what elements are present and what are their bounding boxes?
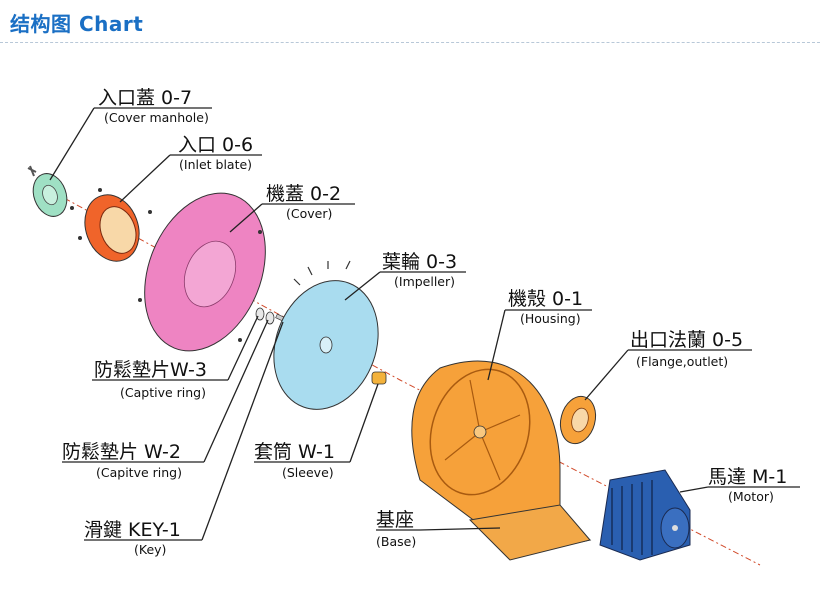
cover-manhole-part <box>27 165 68 217</box>
captive-ring-part <box>255 307 287 325</box>
housing-part <box>411 360 592 556</box>
motor-part <box>599 469 691 561</box>
key-label-cn: 滑鍵 KEY-1 <box>84 519 181 541</box>
flange-outlet-label-cn: 出口法蘭 0-5 <box>630 329 743 351</box>
cover-part <box>138 192 266 352</box>
cover-manhole-label-cn: 入口蓋 0-7 <box>98 87 192 109</box>
flange-outlet-label-en: (Flange,outlet) <box>636 354 728 369</box>
inlet-blate-label-cn: 入口 0-6 <box>178 134 253 156</box>
inlet-blate-part <box>70 188 140 262</box>
cover-label-cn: 機蓋 0-2 <box>266 183 341 205</box>
impeller-label-cn: 葉輪 0-3 <box>382 251 457 273</box>
page-title: 结构图 Chart <box>10 12 144 36</box>
motor-label-cn: 馬達 M-1 <box>708 466 787 488</box>
sleeve-part <box>371 371 387 385</box>
cover-label-en: (Cover) <box>286 206 332 221</box>
captive-ring-w2-label-cn: 防鬆墊片 W-2 <box>62 441 181 463</box>
captive-ring-w3-label-en: (Captive ring) <box>120 385 206 400</box>
motor-label-en: (Motor) <box>728 489 774 504</box>
captive-ring-w2-label-en: (Capitve ring) <box>96 465 182 480</box>
captive-ring-w3-label-cn: 防鬆墊片W-3 <box>94 359 207 381</box>
header-divider <box>0 42 820 43</box>
base-label-cn: 基座 <box>376 509 414 531</box>
cover-manhole-label-en: (Cover manhole) <box>104 110 209 125</box>
sleeve-label-cn: 套筒 W-1 <box>254 441 335 463</box>
leader-lines <box>49 107 800 541</box>
key-label-en: (Key) <box>134 542 166 557</box>
housing-label-en: (Housing) <box>520 311 581 326</box>
base-part <box>468 504 591 561</box>
sleeve-label-en: (Sleeve) <box>282 465 334 480</box>
impeller-part <box>273 260 379 410</box>
housing-label-cn: 機殼 0-1 <box>508 288 583 310</box>
base-label-en: (Base) <box>376 534 416 549</box>
impeller-label-en: (Impeller) <box>394 274 455 289</box>
flange-outlet-part <box>559 395 597 445</box>
inlet-blate-label-en: (Inlet blate) <box>179 157 252 172</box>
